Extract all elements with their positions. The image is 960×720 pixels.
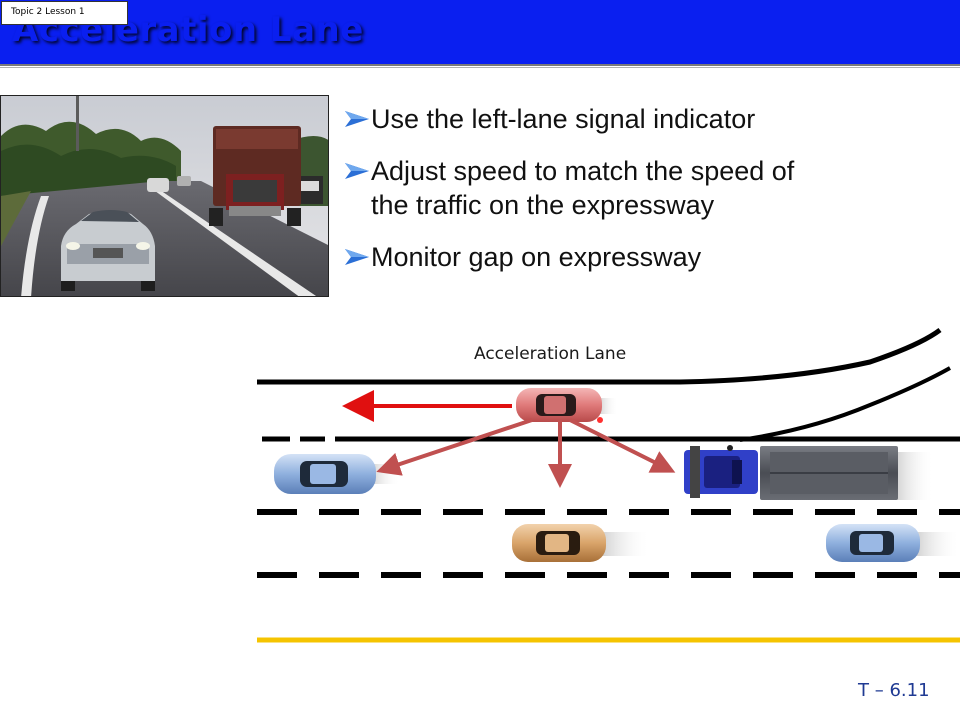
title-divider <box>0 64 960 66</box>
bullet-item: Adjust speed to match the speed of the t… <box>345 154 945 222</box>
bullet-text: Monitor gap on expressway <box>371 242 702 272</box>
bullet-item: Monitor gap on expressway <box>345 240 945 274</box>
bullet-list: Use the left-lane signal indicator Adjus… <box>345 102 945 292</box>
semi-truck <box>684 445 934 500</box>
traffic-car-tan <box>512 524 650 562</box>
check-left-rear-arrow <box>376 418 533 476</box>
bullet-arrow-icon <box>345 111 369 127</box>
check-ahead-arrow <box>569 418 676 473</box>
ramp-curve-line <box>739 366 951 442</box>
title-divider-thin <box>0 67 960 68</box>
bullet-text: Use the left-lane signal indicator <box>371 104 756 134</box>
bullet-arrow-icon <box>345 249 369 265</box>
bullet-text: Adjust speed to match the speed of <box>371 156 795 186</box>
bullet-arrow-icon <box>345 163 369 179</box>
acceleration-lane-label: Acceleration Lane <box>474 344 627 364</box>
merging-car <box>516 388 618 423</box>
bullet-text-continuation: the traffic on the expressway <box>371 190 715 220</box>
topic-label: Topic 2 Lesson 1 <box>1 1 128 25</box>
traffic-car-blue <box>274 454 400 494</box>
traffic-car-blue <box>826 524 960 562</box>
road-photo <box>0 95 329 297</box>
bullet-item: Use the left-lane signal indicator <box>345 102 945 136</box>
accel-lane-outer-line <box>257 327 942 385</box>
expressway-diagram <box>257 327 960 643</box>
title-bar <box>0 0 960 64</box>
slide-number: T – 6.11 <box>858 680 930 701</box>
